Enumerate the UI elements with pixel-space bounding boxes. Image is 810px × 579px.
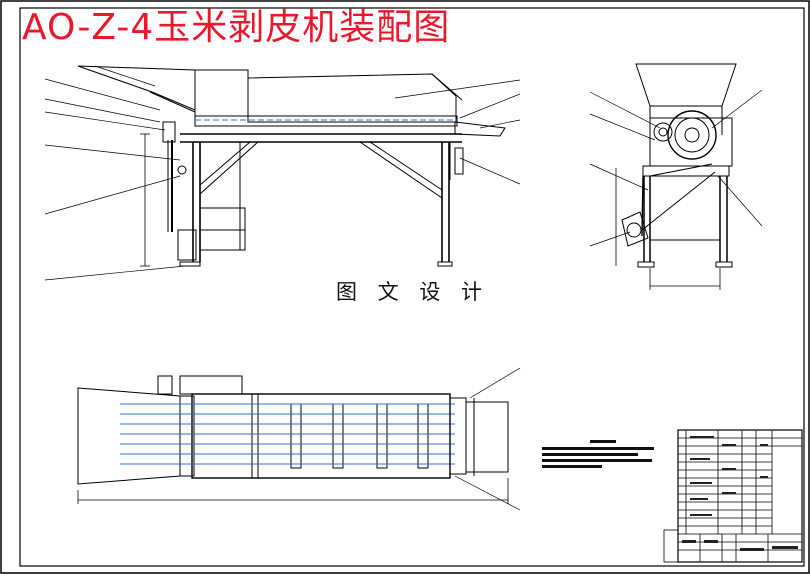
inner-frame [19, 7, 805, 567]
discharge-chute [454, 121, 506, 137]
technical-notes [542, 440, 654, 468]
watermark-label: 图 文 设 计 [336, 280, 490, 304]
drawing-title: AO-Z-4玉米剥皮机装配图 [22, 7, 451, 48]
title-block [663, 429, 803, 563]
motor [177, 229, 197, 261]
upper-cover [247, 73, 457, 123]
drive-pulley [667, 110, 717, 160]
top-hopper [77, 387, 181, 485]
side-view [589, 63, 763, 290]
main-housing [194, 69, 249, 117]
top-view [77, 367, 521, 511]
side-hopper [635, 63, 737, 107]
front-view [44, 65, 521, 281]
